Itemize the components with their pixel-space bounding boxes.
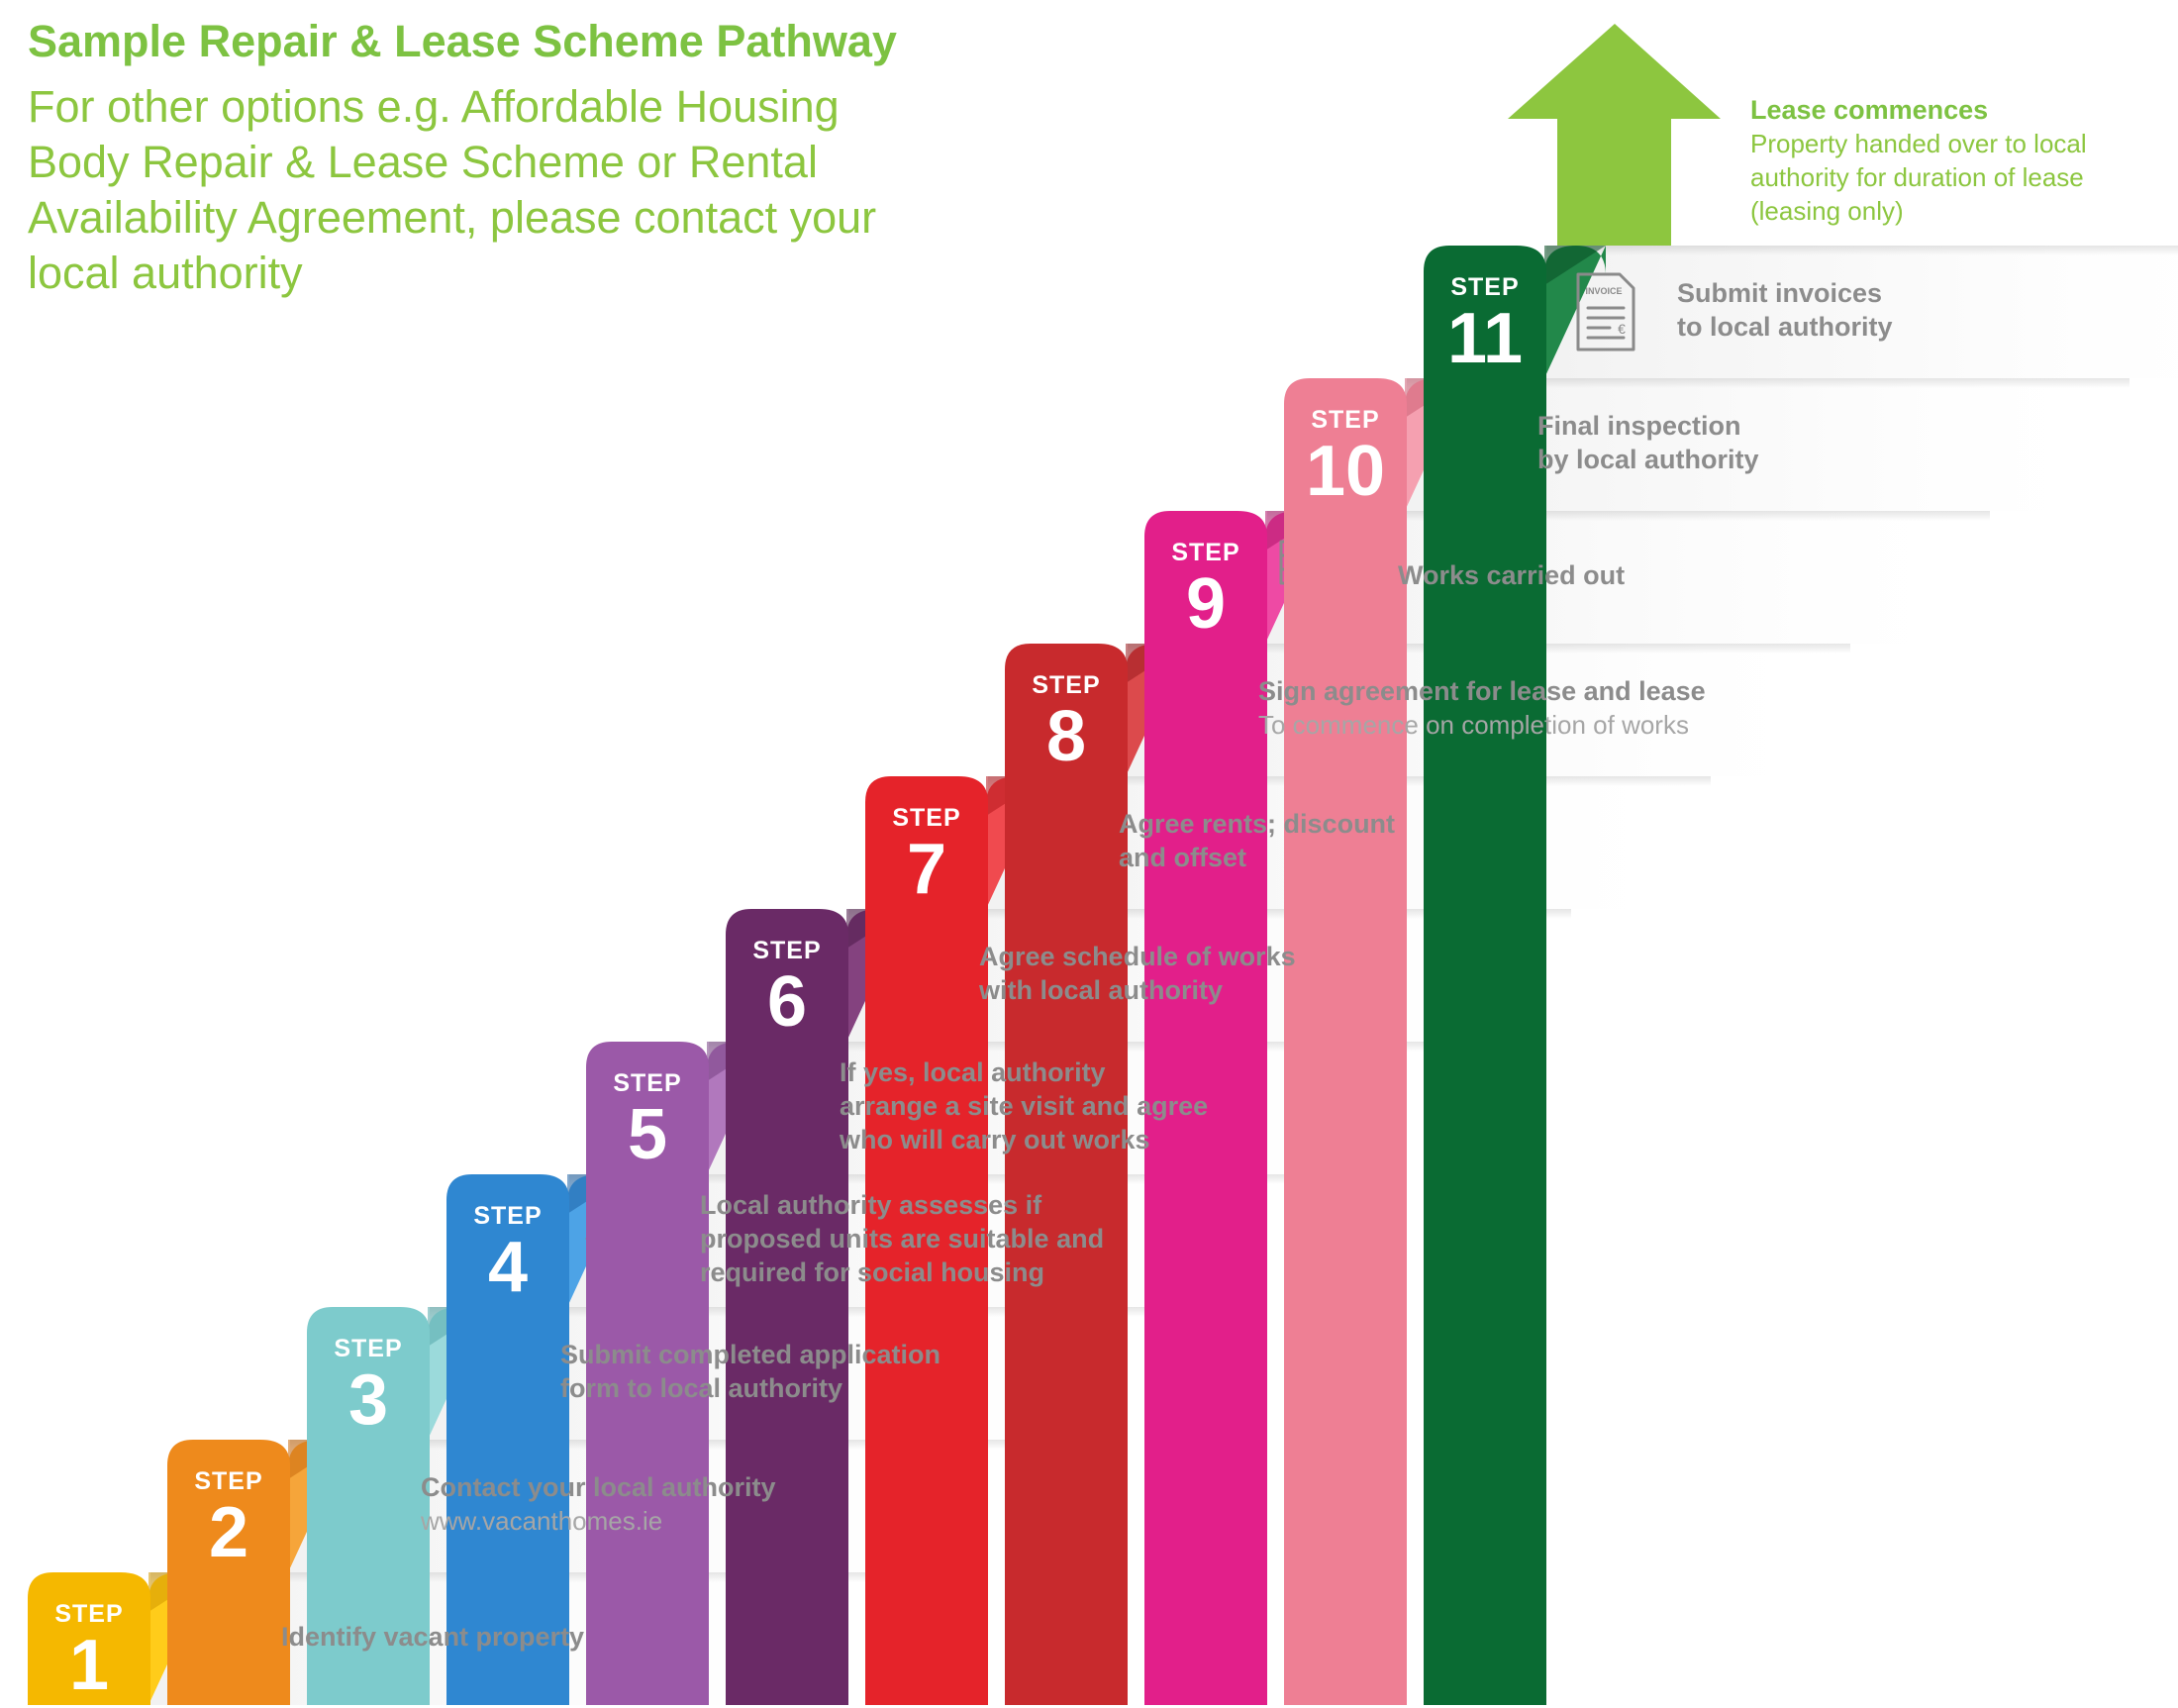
svg-text:€: € <box>1618 321 1626 337</box>
step-caption: Identify vacant property <box>281 1620 584 1654</box>
step-number: 6 <box>766 962 808 1042</box>
step-number: 7 <box>906 830 947 909</box>
step-block <box>865 776 988 1705</box>
final-stage: Lease commences Property handed over to … <box>1750 93 2166 228</box>
step-caption-main: Agree schedule of works with local autho… <box>979 942 1296 1005</box>
step-block <box>726 909 848 1705</box>
page-title: Sample Repair & Lease Scheme Pathway <box>28 16 897 66</box>
step-label: STEP <box>1311 406 1380 434</box>
svg-text:INVOICE: INVOICE <box>1585 286 1622 296</box>
step-block <box>307 1307 430 1705</box>
step-number: 2 <box>208 1493 249 1572</box>
step-label: STEP <box>473 1202 543 1230</box>
step-caption-main: Contact your local authority <box>421 1472 776 1502</box>
step-caption-sub: www.vacanthomes.ie <box>421 1506 663 1536</box>
step-block <box>1284 378 1407 1705</box>
step-number: 8 <box>1045 697 1087 776</box>
step-block <box>167 1440 290 1705</box>
step-caption: Local authority assesses if proposed uni… <box>700 1188 1104 1289</box>
step-number: 3 <box>347 1360 389 1440</box>
step-block <box>1144 511 1267 1705</box>
step-block <box>1005 644 1128 1705</box>
step-curl <box>1544 246 1606 378</box>
step-number: 4 <box>487 1228 529 1307</box>
step-caption: Sign agreement for lease and lease To com… <box>1258 674 1706 742</box>
step-caption-main: Submit completed application form to loc… <box>560 1340 941 1403</box>
lease-commences-arrow <box>1508 24 1721 251</box>
step-caption-sub: To commence on completion of works <box>1258 710 1689 740</box>
step-label: STEP <box>892 804 961 832</box>
step-caption: Submit completed application form to loc… <box>560 1338 940 1405</box>
step-11: INVOICE € <box>1424 246 2178 1705</box>
step-caption-main: Local authority assesses if proposed uni… <box>700 1190 1105 1287</box>
step-caption: Agree rents; discount and offset <box>1119 807 1395 874</box>
step-label: STEP <box>613 1069 682 1097</box>
step-caption: If yes, local authority arrange a site v… <box>840 1055 1208 1156</box>
step-label: STEP <box>1450 273 1520 301</box>
step-label: STEP <box>752 937 822 964</box>
invoice-icon: INVOICE € <box>1576 272 1635 352</box>
step-block <box>1424 246 1546 1705</box>
step-number: 5 <box>627 1095 668 1174</box>
step-label: STEP <box>1171 539 1240 566</box>
step-block <box>446 1174 569 1705</box>
header: Sample Repair & Lease Scheme Pathway For… <box>28 14 919 301</box>
step-caption: Agree schedule of works with local autho… <box>979 940 1296 1007</box>
step-caption: Works carried out <box>1398 558 1625 592</box>
final-title: Lease commences <box>1750 95 1989 125</box>
step-caption-main: Submit invoices to local authority <box>1677 278 1893 342</box>
step-caption: Final inspection by local authority <box>1537 409 1759 476</box>
step-caption-main: Identify vacant property <box>281 1622 585 1652</box>
step-caption-main: Final inspection by local authority <box>1537 411 1759 474</box>
step-number: 1 <box>68 1626 110 1705</box>
step-label: STEP <box>194 1467 263 1495</box>
step-block <box>586 1042 709 1705</box>
step-label: STEP <box>334 1335 403 1362</box>
step-number: 11 <box>1446 299 1524 378</box>
step-label: STEP <box>54 1600 124 1628</box>
step-number: 9 <box>1185 564 1227 644</box>
step-caption-main: Agree rents; discount and offset <box>1119 809 1396 872</box>
step-caption-main: Works carried out <box>1398 560 1626 590</box>
step-label: STEP <box>1032 671 1101 699</box>
step-caption: Contact your local authority www.vacantho… <box>421 1470 776 1538</box>
step-number: 10 <box>1305 432 1386 511</box>
step-tread <box>1546 246 2178 378</box>
step-caption: Submit invoices to local authority <box>1677 276 1893 344</box>
step-caption-main: Sign agreement for lease and lease <box>1258 676 1706 706</box>
step-block <box>28 1572 150 1705</box>
page-subtitle: For other options e.g. Affordable Housin… <box>28 81 877 298</box>
final-text: Property handed over to local authority … <box>1750 129 2087 226</box>
step-caption-main: If yes, local authority arrange a site v… <box>840 1057 1209 1155</box>
